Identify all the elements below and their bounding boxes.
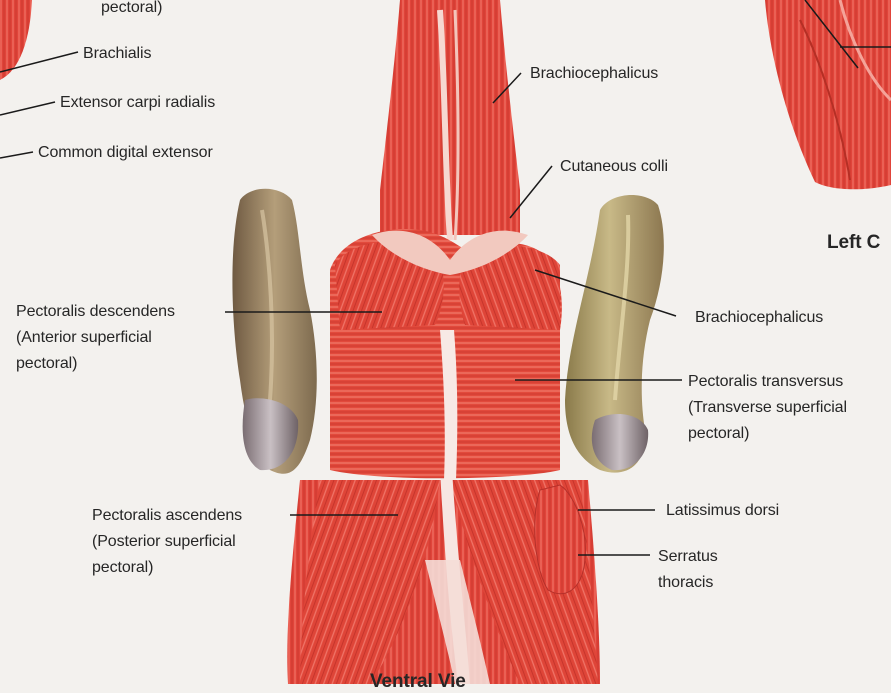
- label-pectoralis-descendens-sub2: pectoral): [16, 352, 77, 375]
- right-humerus-bone: [565, 195, 664, 473]
- label-pectoralis-transversus-sub1: (Transverse superficial: [688, 396, 847, 419]
- label-pectoralis-ascendens: Pectoralis ascendens: [92, 504, 242, 527]
- label-serratus-thoracis: thoracis: [658, 571, 713, 594]
- neck-muscles: [380, 0, 520, 240]
- label-pectoralis-transversus: Pectoralis transversus: [688, 370, 843, 393]
- label-pectoralis-descendens-sub1: (Anterior superficial: [16, 326, 152, 349]
- label-left-caption: Left C: [827, 231, 880, 254]
- label-brachialis: Brachialis: [83, 42, 151, 65]
- left-humerus-bone: [232, 189, 316, 474]
- pectoral-region: [330, 229, 562, 480]
- leader-common-digital: [0, 152, 33, 158]
- label-bottom-caption: Ventral Vie: [370, 670, 466, 693]
- label-pectoralis-ascendens-sub2: pectoral): [92, 556, 153, 579]
- label-cutaneous-colli: Cutaneous colli: [560, 155, 668, 178]
- label-common-digital-extensor: Common digital extensor: [38, 141, 213, 164]
- label-latissimus-dorsi: Latissimus dorsi: [666, 499, 779, 522]
- label-pectoralis-descendens: Pectoralis descendens: [16, 300, 175, 323]
- leader-extensor-carpi: [0, 102, 55, 115]
- label-top-pectoral: pectoral): [101, 0, 162, 19]
- label-brachiocephalicus-top: Brachiocephalicus: [530, 62, 658, 85]
- label-extensor-carpi-radialis: Extensor carpi radialis: [60, 91, 215, 114]
- label-brachiocephalicus-right: Brachiocephalicus: [695, 306, 823, 329]
- label-serratus: Serratus: [658, 545, 718, 568]
- label-pectoralis-ascendens-sub1: (Posterior superficial: [92, 530, 236, 553]
- label-pectoralis-transversus-sub2: pectoral): [688, 422, 749, 445]
